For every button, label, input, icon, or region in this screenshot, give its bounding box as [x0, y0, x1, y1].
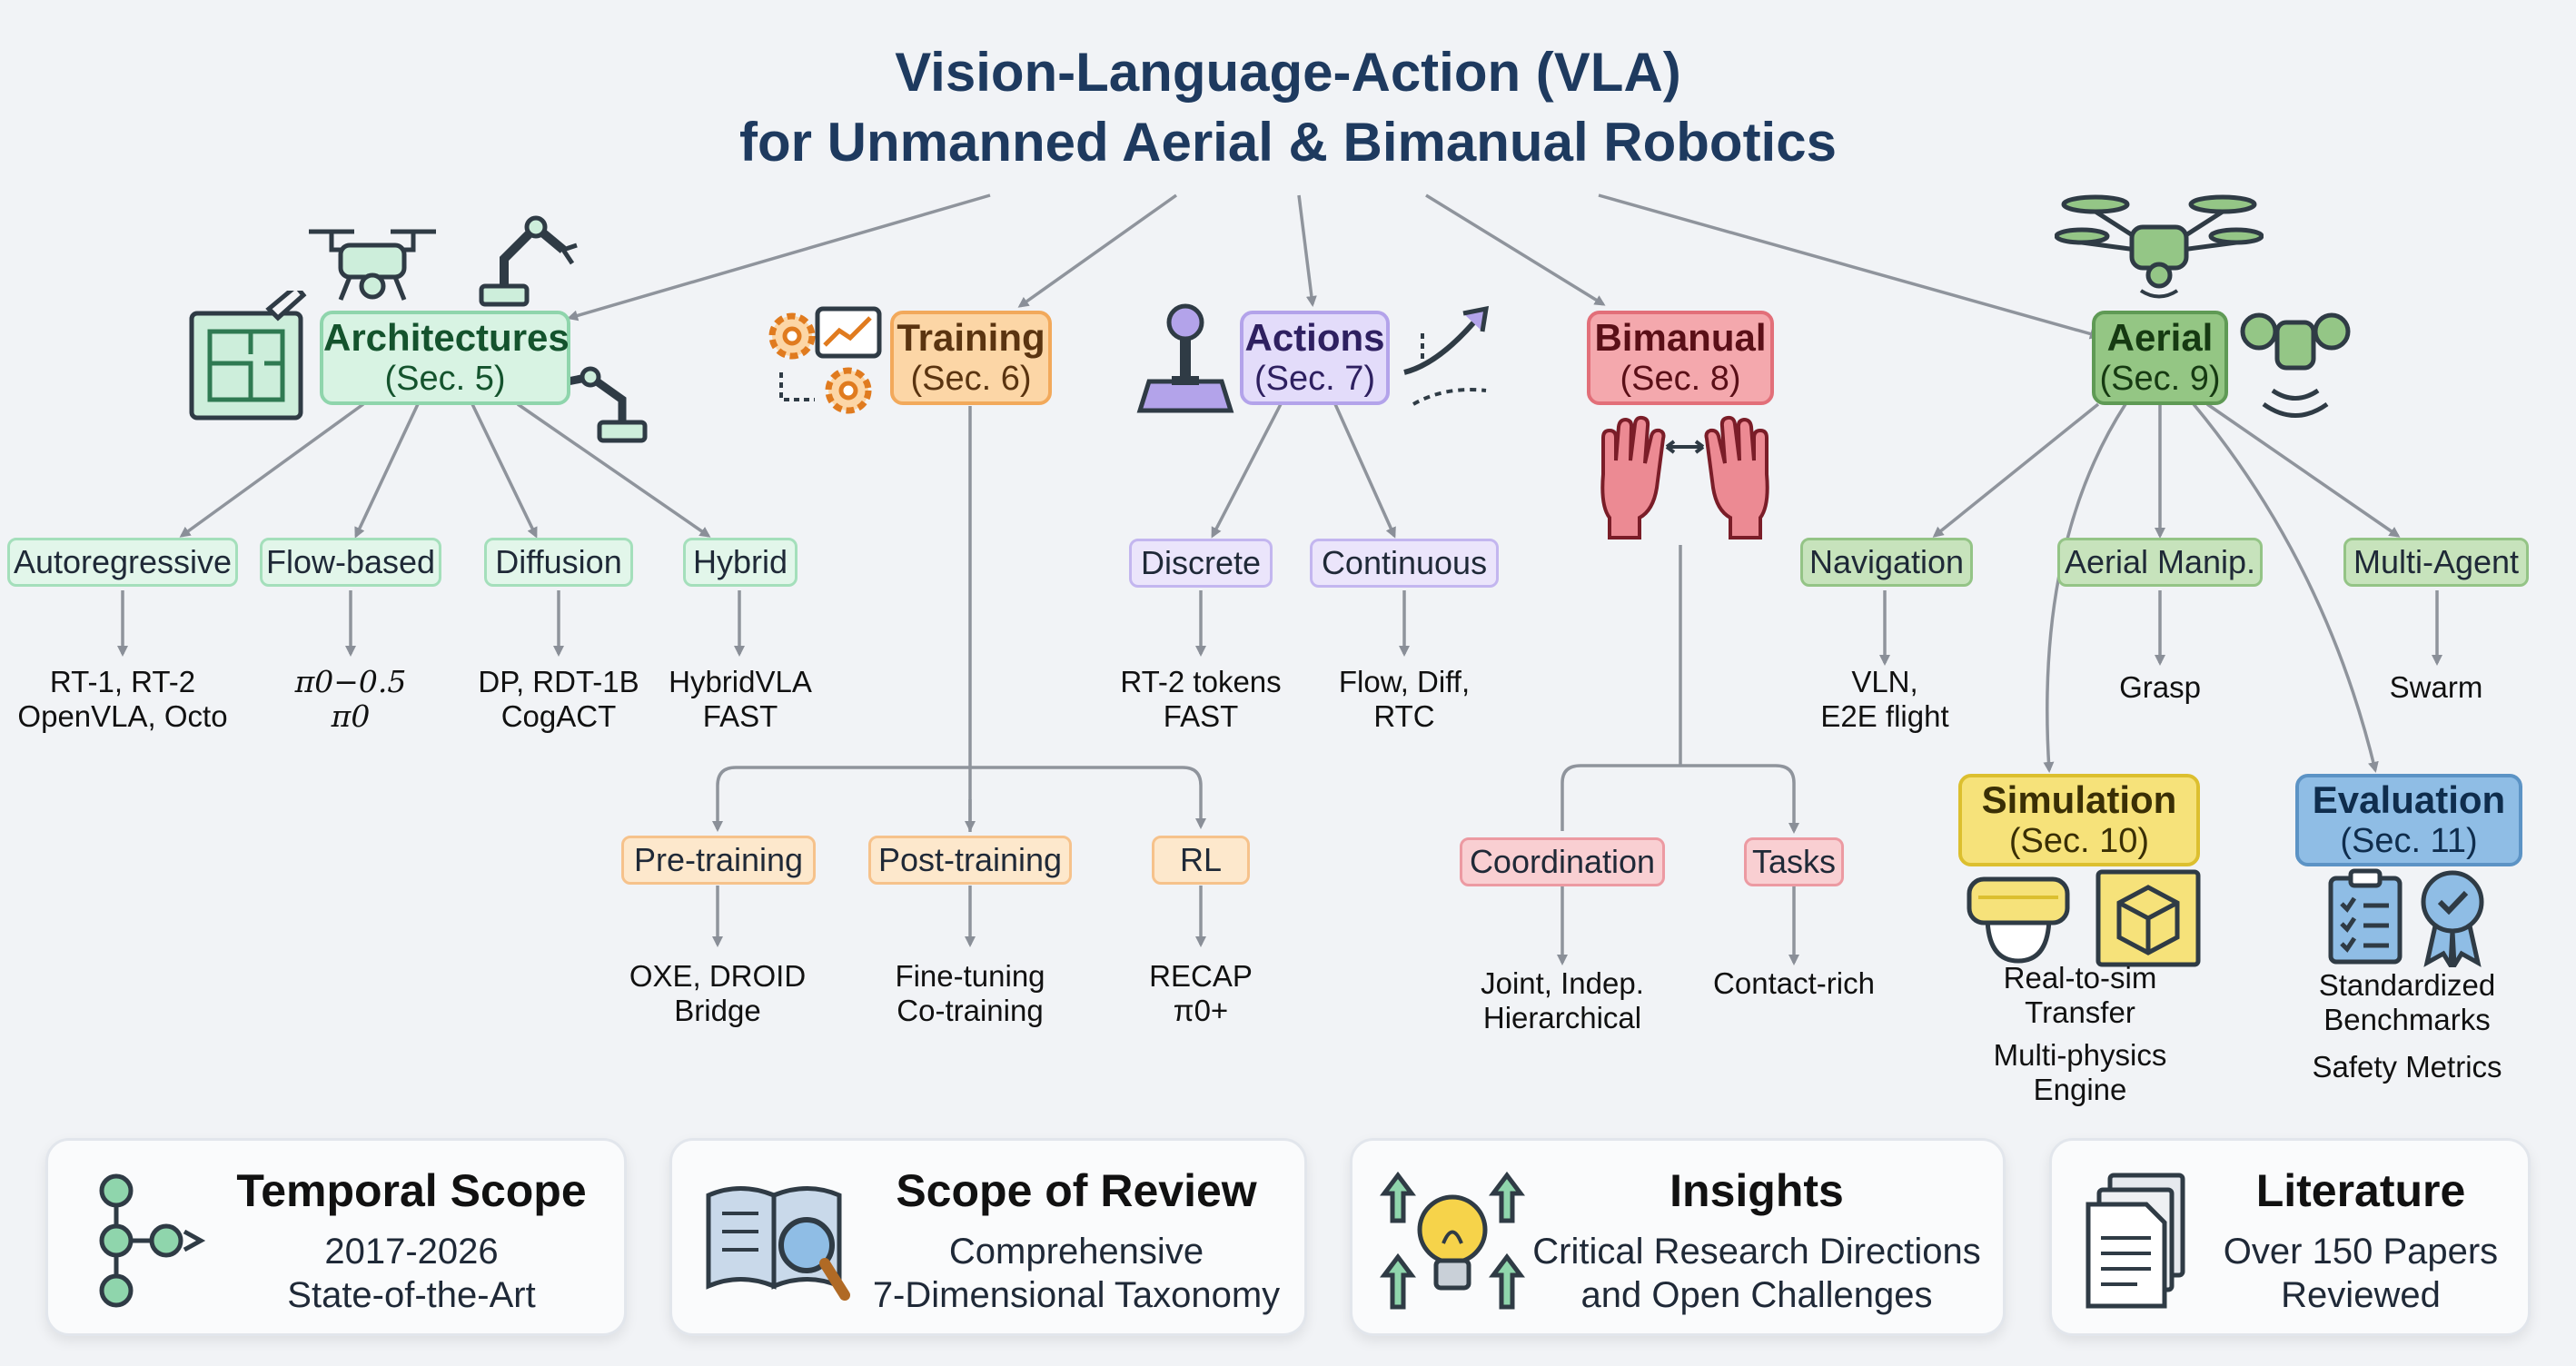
literature-line-1: Over 150 Papers	[2223, 1232, 2499, 1272]
scope-of-review-line-2: 7-Dimensional Taxonomy	[872, 1275, 1281, 1315]
architectures-title: Architectures	[323, 316, 570, 359]
coordination-examples: Joint, Indep. Hierarchical	[1481, 966, 1644, 1034]
pre-training-node: Pre-training	[621, 836, 816, 885]
autoregressive-examples: RT-1, RT-2 OpenVLA, Octo	[17, 665, 228, 733]
multi-agent-examples: Swarm	[2389, 670, 2483, 704]
evaluation-title: Evaluation	[2312, 778, 2506, 821]
literature-title: Literature	[2255, 1165, 2466, 1216]
navigation-node: Navigation	[1800, 538, 1973, 587]
tasks-node: Tasks	[1744, 837, 1844, 886]
training-title: Training	[897, 316, 1045, 359]
blueprint-icon	[189, 291, 307, 421]
aerial-title: Aerial	[2106, 316, 2214, 359]
hybrid-examples: HybridVLA FAST	[669, 665, 812, 733]
literature-card: Literature Over 150 Papers Reviewed	[2049, 1138, 2531, 1336]
actions-section: Actions (Sec. 7)	[1240, 311, 1390, 405]
rl-examples: RECAP π0+	[1149, 959, 1253, 1027]
insights-card: Insights Critical Research Directions an…	[1350, 1138, 2006, 1336]
clipboard-checklist-icon	[2328, 868, 2403, 965]
discrete-node: Discrete	[1129, 539, 1273, 588]
timeline-icon	[99, 1173, 206, 1308]
quadcopter-icon	[2055, 194, 2264, 299]
flow-based-node: Flow-based	[260, 538, 441, 587]
temporal-scope-line-1: 2017-2026	[324, 1232, 499, 1272]
coordination-node: Coordination	[1460, 837, 1665, 886]
simulation-title: Simulation	[1981, 778, 2177, 821]
simulation-sec: (Sec. 10)	[2008, 822, 2150, 861]
navigation-examples: VLN, E2E flight	[1820, 665, 1949, 733]
vr-headset-icon	[1967, 876, 2070, 964]
evaluation-example-2: Safety Metrics	[2312, 1050, 2502, 1084]
bimanual-sec: (Sec. 8)	[1620, 360, 1741, 399]
3d-cube-icon	[2095, 869, 2201, 967]
architectures-sec: (Sec. 5)	[384, 360, 506, 399]
simulation-example-2: Multi-physics Engine	[1993, 1038, 2167, 1106]
pre-training-examples: OXE, DROID Bridge	[629, 959, 807, 1027]
aerial-manip-node: Aerial Manip.	[2057, 538, 2263, 587]
diffusion-examples: DP, RDT-1B CogACT	[478, 665, 639, 733]
architectures-section: Architectures (Sec. 5)	[320, 311, 570, 405]
robot-hands-icon	[1600, 415, 1769, 539]
simulation-example-1: Real-to-sim Transfer	[2003, 961, 2157, 1029]
multi-agent-node: Multi-Agent	[2343, 538, 2529, 587]
temporal-scope-line-2: State-of-the-Art	[287, 1275, 536, 1315]
training-sec: (Sec. 6)	[910, 360, 1032, 399]
diffusion-node: Diffusion	[484, 538, 633, 587]
scope-of-review-line-1: Comprehensive	[948, 1232, 1204, 1272]
bimanual-section: Bimanual (Sec. 8)	[1587, 311, 1774, 405]
continuous-node: Continuous	[1310, 539, 1499, 588]
insights-line-2: and Open Challenges	[1580, 1275, 1933, 1315]
discrete-examples: RT-2 tokens FAST	[1120, 665, 1282, 733]
flow-based-examples: π0−0.5 π0	[294, 664, 407, 734]
documents-icon	[2086, 1173, 2185, 1309]
gears-chart-icon	[768, 306, 882, 414]
actions-sec: (Sec. 7)	[1253, 360, 1376, 399]
robot-arm-icon	[479, 215, 578, 307]
training-section: Training (Sec. 6)	[890, 311, 1052, 405]
hybrid-node: Hybrid	[683, 538, 798, 587]
tasks-examples: Contact-rich	[1713, 966, 1875, 1000]
evaluation-example-1: Standardized Benchmarks	[2318, 968, 2496, 1036]
aerial-manip-examples: Grasp	[2119, 670, 2201, 704]
temporal-scope-card: Temporal Scope 2017-2026 State-of-the-Ar…	[45, 1138, 627, 1336]
robot-arm-small-icon	[567, 366, 648, 443]
drone-signal-icon	[2240, 312, 2351, 418]
drone-icon	[309, 229, 436, 301]
insights-line-1: Critical Research Directions	[1532, 1232, 1981, 1272]
insights-title: Insights	[1669, 1165, 1844, 1216]
aerial-sec: (Sec. 9)	[2099, 360, 2221, 399]
scope-of-review-title: Scope of Review	[896, 1165, 1257, 1216]
autoregressive-node: Autoregressive	[7, 538, 238, 587]
diagram-title-line-1: Vision-Language-Action (VLA)	[895, 42, 1681, 103]
bimanual-title: Bimanual	[1594, 316, 1767, 359]
actions-title: Actions	[1244, 316, 1385, 359]
diagram-title-line-2: for Unmanned Aerial & Bimanual Robotics	[739, 112, 1837, 173]
post-training-node: Post-training	[868, 836, 1072, 885]
literature-line-2: Reviewed	[2281, 1275, 2441, 1315]
scope-of-review-card: Scope of Review Comprehensive 7-Dimensio…	[669, 1138, 1307, 1336]
lightbulb-arrows-icon	[1380, 1171, 1525, 1310]
evaluation-section: Evaluation (Sec. 11)	[2295, 774, 2522, 866]
rl-node: RL	[1152, 836, 1250, 885]
evaluation-sec: (Sec. 11)	[2340, 822, 2478, 861]
post-training-examples: Fine-tuning Co-training	[895, 959, 1045, 1027]
award-badge-icon	[2421, 870, 2484, 967]
simulation-section: Simulation (Sec. 10)	[1958, 774, 2200, 866]
book-magnifier-icon	[706, 1186, 850, 1301]
temporal-scope-title: Temporal Scope	[236, 1165, 587, 1216]
trend-arrows-icon	[1403, 305, 1490, 406]
joystick-icon	[1136, 303, 1234, 413]
aerial-section: Aerial (Sec. 9)	[2092, 311, 2228, 405]
continuous-examples: Flow, Diff, RTC	[1338, 665, 1471, 733]
